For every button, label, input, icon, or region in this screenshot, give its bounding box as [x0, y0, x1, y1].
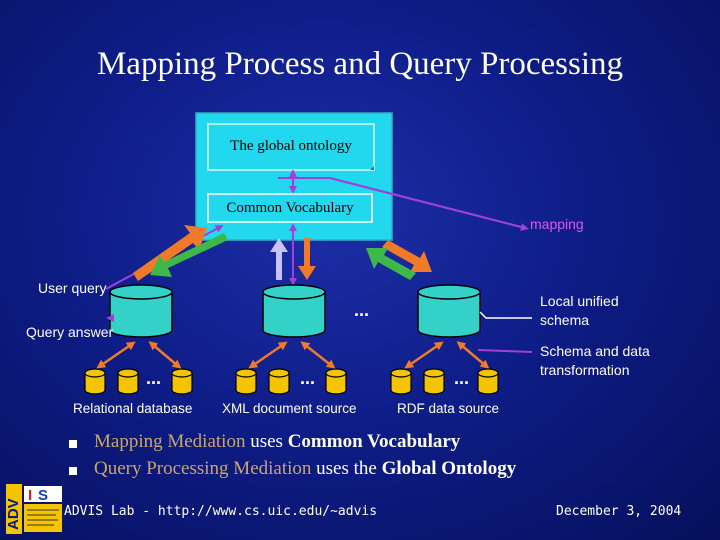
- svg-text:S: S: [38, 487, 48, 504]
- local-schema-cylinder-1: [109, 284, 173, 338]
- local-schema-cylinder-2: [262, 284, 326, 338]
- fat-arrow-right-orange: [382, 240, 432, 272]
- source-label-rdf: RDF data source: [397, 401, 500, 416]
- source-cylinder: [325, 368, 347, 395]
- global-ontology-box: [207, 123, 375, 171]
- source-cylinder: [171, 368, 193, 395]
- local-schema-pointer: [479, 311, 532, 319]
- common-vocabulary-label: Common Vocabulary: [226, 200, 354, 216]
- bullet-1-part-3: Common Vocabulary: [287, 431, 461, 452]
- fat-arrow-left-orange: [133, 225, 207, 281]
- user-query-label: User query: [38, 280, 107, 296]
- fat-arrow-center-orange: [298, 238, 316, 280]
- bullet-marker: [69, 440, 77, 448]
- source-label-xml: XML document source: [222, 401, 357, 416]
- source-cylinder: [84, 368, 106, 395]
- bullet-2-part-1: Query Processing Mediation: [94, 458, 312, 479]
- bullet-marker: [69, 467, 77, 475]
- source-label-relational: Relational database: [73, 401, 193, 416]
- ellipsis-schemas: ...: [354, 300, 370, 320]
- transform-arrow-1b: [148, 341, 182, 369]
- source-cylinder: [423, 368, 445, 395]
- bullet-1-part-1: Mapping Mediation: [94, 431, 246, 452]
- source-cylinder: [268, 368, 290, 395]
- svg-text:I: I: [28, 487, 32, 504]
- svg-text:ADV: ADV: [6, 498, 22, 530]
- source-cylinder: [117, 368, 139, 395]
- bullet-1-part-2: uses: [245, 431, 288, 452]
- source-cylinder: [390, 368, 412, 395]
- transform-arrow-1a: [96, 341, 136, 369]
- source-cylinder: [235, 368, 257, 395]
- page-title: Mapping Process and Query Processing: [96, 46, 624, 82]
- source-cylinder: [477, 368, 499, 395]
- bullet-2-part-3: Global Ontology: [381, 458, 517, 479]
- source-cylinders: [84, 368, 499, 395]
- footer-lab: ADVIS Lab - http://www.cs.uic.edu/~advis: [64, 504, 378, 519]
- ellipsis-sources-3: ...: [454, 368, 470, 388]
- bullet-mapping-mediation: Mapping Mediation uses Common Vocabulary: [94, 431, 460, 453]
- fat-arrow-left-green: [150, 233, 228, 277]
- ellipsis-sources-2: ...: [300, 368, 316, 388]
- transform-arrow-3b: [456, 341, 490, 369]
- bullet-query-processing: Query Processing Mediation uses the Glob…: [94, 458, 516, 480]
- fat-arrow-center-lavender: [270, 238, 288, 280]
- common-vocabulary-box: [207, 193, 373, 223]
- query-answer-label: Query answer: [26, 324, 114, 340]
- local-schema-cylinder-3: [417, 284, 481, 338]
- bullet-2-part-2: uses the: [311, 458, 382, 479]
- ellipsis-sources-1: ...: [146, 368, 162, 388]
- global-ontology-label: The global ontology: [230, 138, 352, 154]
- advis-logo: ADV I S: [6, 484, 62, 534]
- transform-arrow-2a: [248, 341, 288, 369]
- transform-arrow-2b: [300, 341, 336, 369]
- local-unified-schema-label: Local unified schema: [540, 293, 619, 328]
- mapping-label: mapping: [530, 216, 584, 232]
- transform-arrow-3a: [404, 341, 444, 369]
- schema-transformation-label: Schema and data transformation: [540, 343, 650, 378]
- transformation-pointer: [477, 349, 533, 353]
- footer-date: December 3, 2004: [556, 504, 682, 519]
- fat-arrow-right-green: [366, 248, 416, 280]
